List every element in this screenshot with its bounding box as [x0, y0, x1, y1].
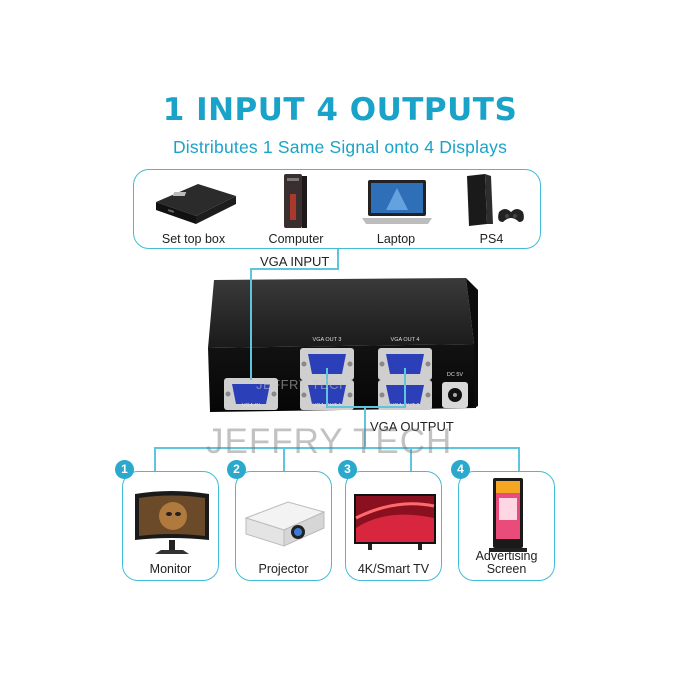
- output-drop-2: [283, 447, 285, 471]
- watermark: JEFFRY TECH: [206, 422, 453, 461]
- output-card-projector: Projector: [235, 471, 332, 581]
- source-set-top-box: Set top box: [146, 176, 241, 246]
- output-card-tv: 4K/Smart TV: [345, 471, 442, 581]
- advertising-kiosk-icon: [489, 478, 527, 552]
- input-connector-horizontal: [250, 268, 339, 270]
- port-label-dc: DC 5V: [446, 372, 464, 378]
- port-label-out3: VGA OUT 3: [312, 337, 342, 343]
- input-connector-vertical-top: [337, 249, 339, 269]
- source-label: Set top box: [161, 232, 226, 246]
- vga-output-caption: VGA OUTPUT: [370, 419, 454, 434]
- page-subtitle: Distributes 1 Same Signal onto 4 Display…: [172, 137, 508, 157]
- source-laptop: Laptop: [356, 176, 436, 246]
- watermark-faint: JEFFRY TECH: [256, 377, 349, 392]
- output-drop-3: [410, 447, 412, 471]
- set-top-box-icon: [156, 184, 236, 224]
- output-line-out2: [404, 368, 406, 408]
- computer-tower-icon: [284, 174, 307, 228]
- dc-power-jack: [442, 382, 468, 408]
- port-label-in: VGA IN: [241, 403, 261, 409]
- source-label: PS4: [479, 232, 504, 246]
- output-number-badge: 1: [115, 460, 134, 479]
- vga-port-out4: [378, 348, 432, 380]
- projector-icon: [244, 501, 326, 547]
- port-label-out4: VGA OUT 4: [390, 337, 420, 343]
- tv-icon: [354, 494, 436, 550]
- vga-port-out3: [300, 348, 354, 380]
- source-ps4: PS4: [449, 172, 534, 246]
- output-line-join: [326, 406, 406, 408]
- output-card-advertising-screen: Advertising Screen: [458, 471, 555, 581]
- page-title: 1 INPUT 4 OUTPUTS: [162, 92, 518, 128]
- output-drop-4: [518, 447, 520, 471]
- output-bus: [154, 447, 520, 449]
- vga-input-caption: VGA INPUT: [260, 254, 330, 269]
- source-computer: Computer: [256, 172, 336, 246]
- output-number-badge: 4: [451, 460, 470, 479]
- output-drop-1: [154, 447, 156, 471]
- output-card-monitor: Monitor: [122, 471, 219, 581]
- input-sources-panel: Set top box Computer Laptop PS4: [133, 169, 541, 249]
- source-label: Computer: [268, 232, 324, 246]
- output-label: Projector: [258, 562, 309, 576]
- output-label: Advertising Screen: [475, 549, 538, 576]
- laptop-icon: [362, 180, 432, 224]
- game-console-icon: [467, 174, 524, 226]
- source-label: Laptop: [376, 232, 416, 246]
- output-trunk: [364, 406, 366, 448]
- vga-port-in: [224, 378, 278, 410]
- input-connector-vertical-down: [250, 268, 252, 380]
- monitor-icon: [135, 491, 209, 554]
- output-number-badge: 2: [227, 460, 246, 479]
- output-label: Monitor: [149, 562, 192, 576]
- output-line-out1: [326, 368, 328, 408]
- output-label: 4K/Smart TV: [357, 562, 430, 576]
- output-number-badge: 3: [338, 460, 357, 479]
